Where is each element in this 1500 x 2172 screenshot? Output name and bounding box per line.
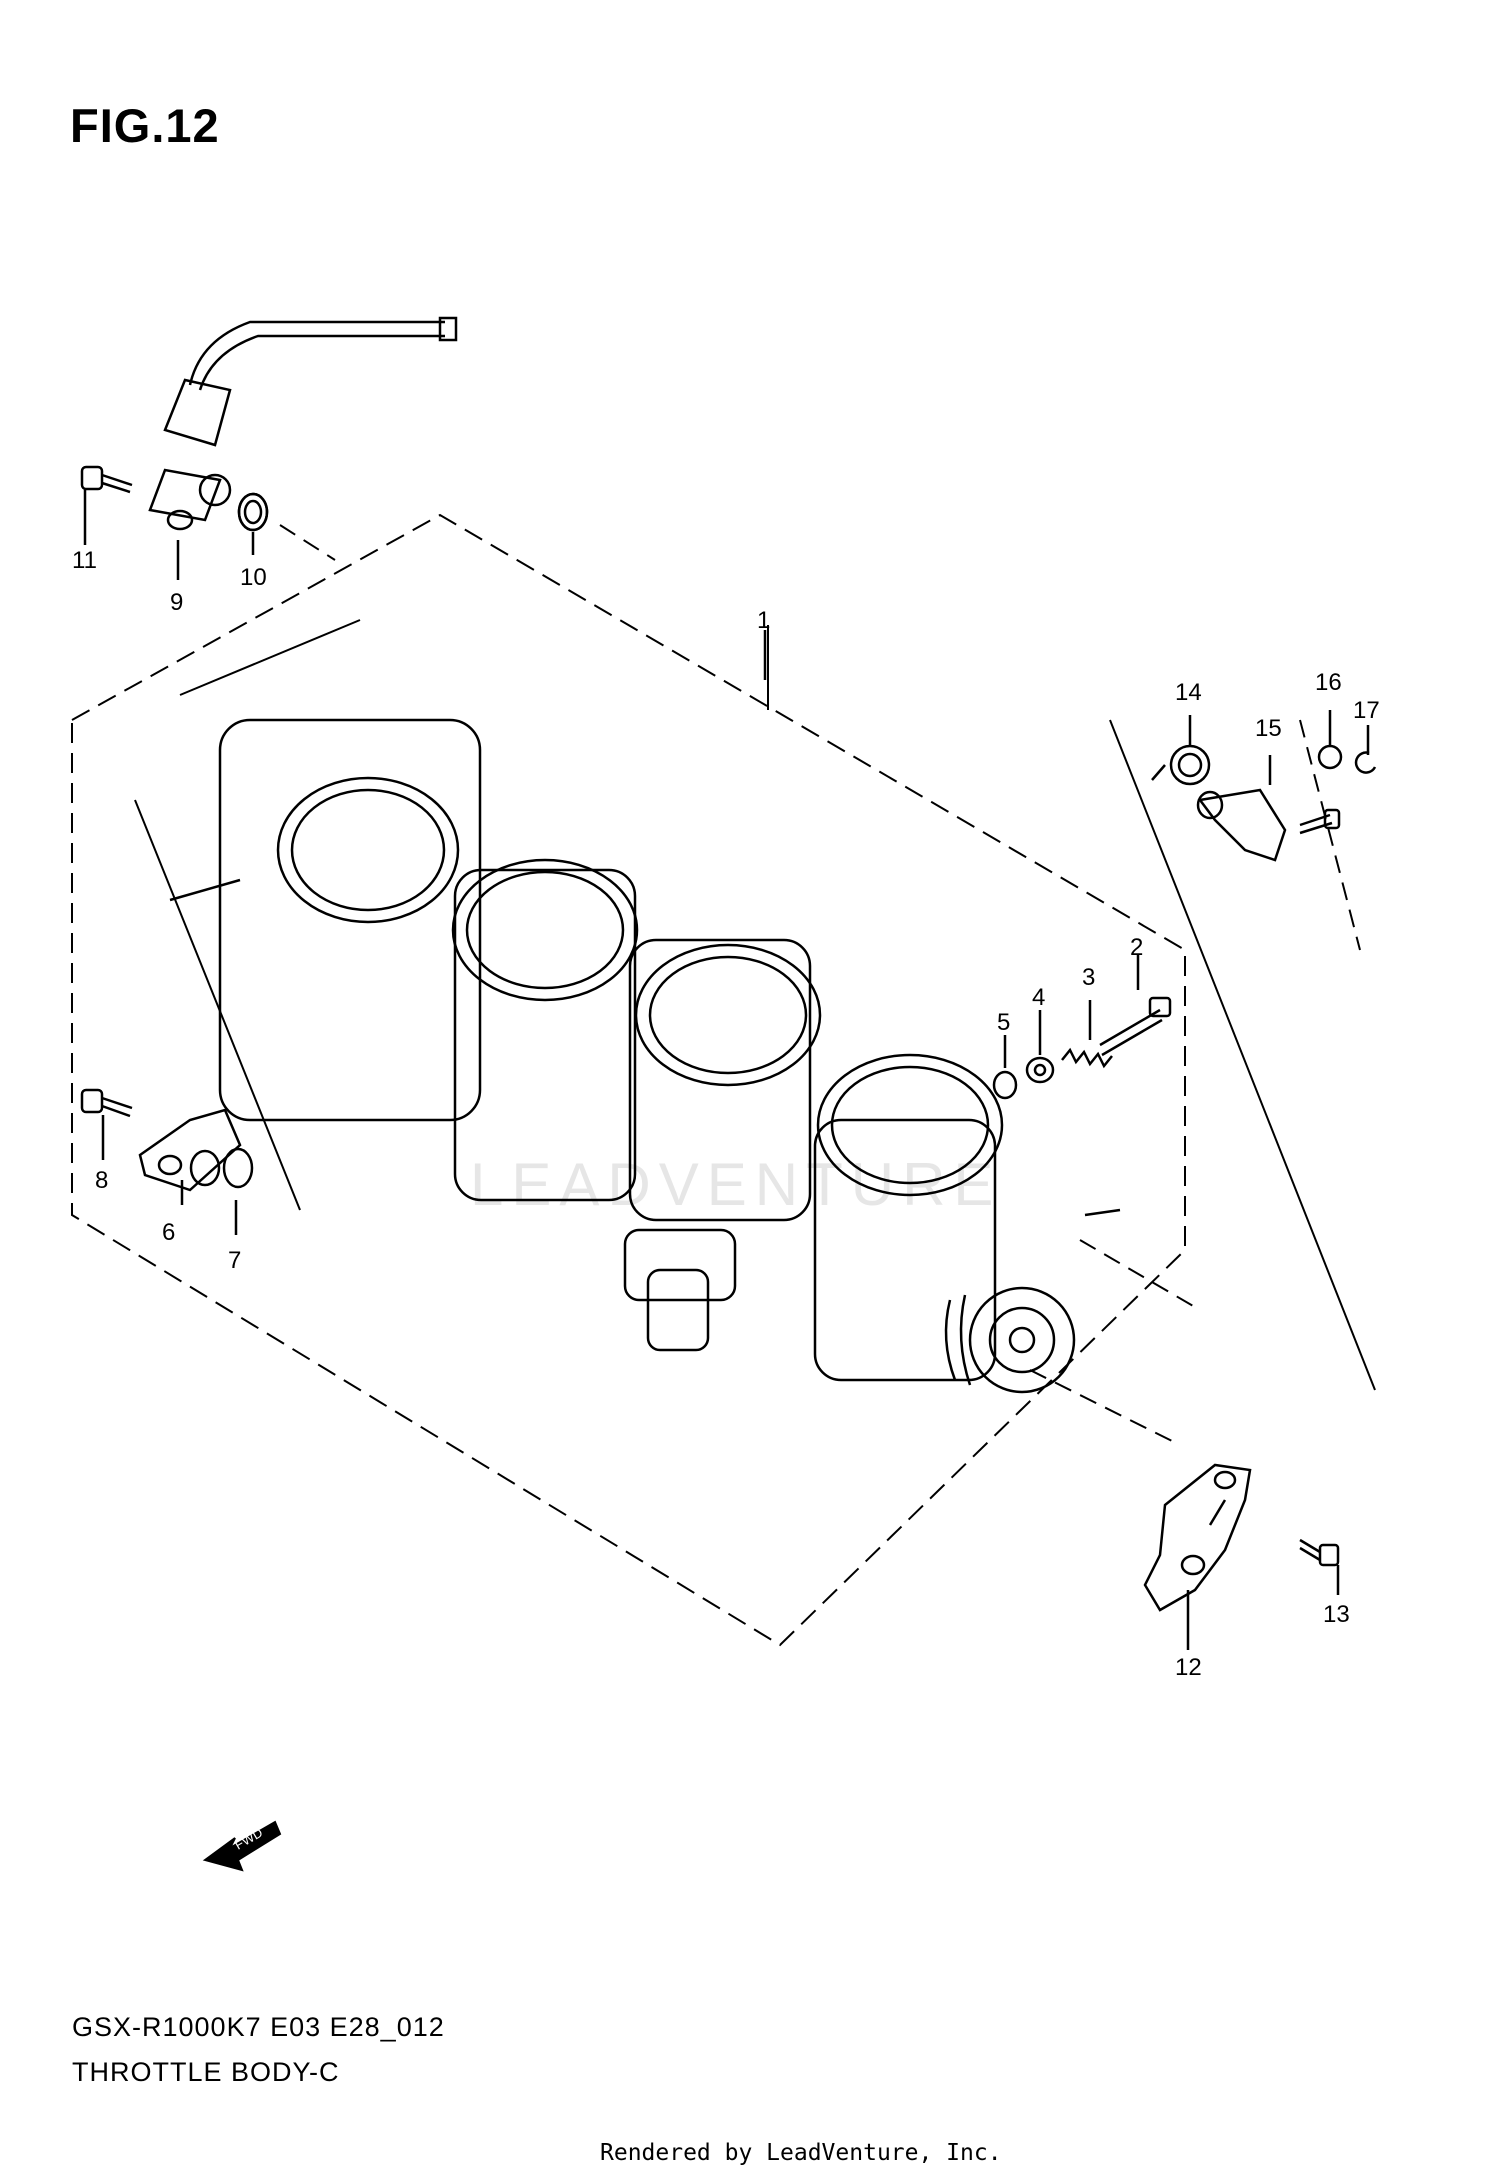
callout-10: 10 <box>240 564 267 591</box>
bolt-8[interactable] <box>80 1088 133 1118</box>
callout-3: 3 <box>1082 964 1095 991</box>
washer-16[interactable] <box>1317 744 1343 770</box>
spring-14[interactable] <box>1151 744 1211 786</box>
o-ring-7[interactable] <box>222 1147 254 1189</box>
model-code: GSX-R1000K7 E03 E28_012 <box>72 2012 445 2042</box>
clip-17[interactable] <box>1354 751 1377 774</box>
bolt-11[interactable] <box>80 465 133 494</box>
render-credit: Rendered by LeadVenture, Inc. <box>600 2140 1002 2166</box>
bolt-13[interactable] <box>1299 1538 1340 1567</box>
callout-6: 6 <box>162 1219 175 1246</box>
o-ring-5[interactable] <box>992 1070 1018 1100</box>
callout-15: 15 <box>1255 715 1282 742</box>
callout-5: 5 <box>997 1009 1010 1036</box>
callout-12: 12 <box>1175 1654 1202 1681</box>
washer-4[interactable] <box>1025 1056 1055 1084</box>
callout-14: 14 <box>1175 679 1202 706</box>
callout-4: 4 <box>1032 984 1045 1011</box>
callout-17: 17 <box>1353 697 1380 724</box>
figure-title: FIG.12 <box>70 99 220 152</box>
callout-13: 13 <box>1323 1601 1350 1628</box>
callout-11: 11 <box>72 547 97 574</box>
callout-8: 8 <box>95 1167 108 1194</box>
lever-15[interactable] <box>1196 788 1341 862</box>
assembly-outline <box>71 513 1186 1647</box>
throttle-position-sensor[interactable] <box>148 316 458 532</box>
callout-9: 9 <box>170 589 183 616</box>
callout-16: 16 <box>1315 669 1342 696</box>
callout-7: 7 <box>228 1247 241 1274</box>
bracket-12[interactable] <box>1143 1463 1252 1612</box>
watermark: LEADVENTURE <box>470 1151 1002 1218</box>
section-name: THROTTLE BODY-C <box>72 2057 340 2087</box>
callout-1: 1 <box>757 607 770 634</box>
o-ring-10[interactable] <box>237 492 269 532</box>
throttle-body-assembly[interactable] <box>169 718 1121 1394</box>
screw-2[interactable] <box>1099 996 1172 1057</box>
spring-3[interactable] <box>1061 1047 1113 1069</box>
callout-2: 2 <box>1130 934 1143 961</box>
forward-arrow-icon: FWD <box>202 1820 282 1872</box>
sensor-6[interactable] <box>138 1108 242 1192</box>
